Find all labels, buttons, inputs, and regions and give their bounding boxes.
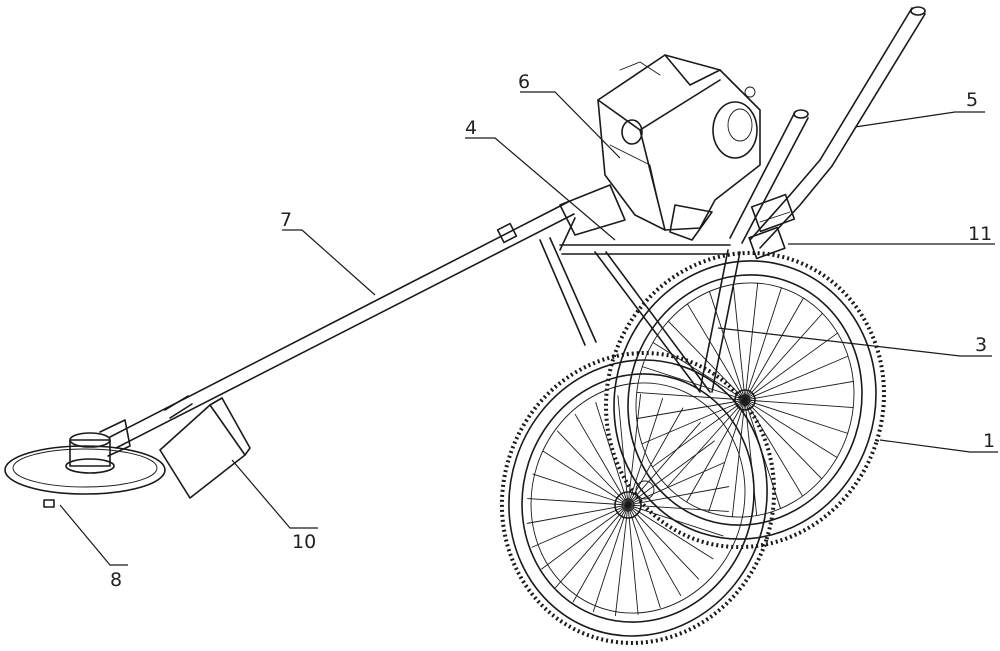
spoke xyxy=(572,504,629,603)
spoke xyxy=(636,391,746,401)
callout-5-label: 5 xyxy=(966,89,978,111)
callout-11: 11 xyxy=(788,223,995,245)
blade-guard xyxy=(159,395,251,499)
spoke xyxy=(617,395,629,506)
callout-10-label: 10 xyxy=(292,531,316,553)
spoke xyxy=(627,504,682,597)
spoke xyxy=(667,399,746,488)
drive-shaft xyxy=(109,184,626,449)
callout-4: 4 xyxy=(465,117,616,241)
spoke xyxy=(744,399,823,480)
spoke xyxy=(627,504,724,537)
spoke xyxy=(531,504,629,548)
callout-3-label: 3 xyxy=(975,334,987,356)
spoke xyxy=(627,504,661,608)
spoke xyxy=(744,399,849,434)
handle-bars xyxy=(729,6,926,249)
spoke xyxy=(732,283,746,401)
spoke xyxy=(627,504,639,615)
spoke xyxy=(731,399,746,518)
spoke xyxy=(627,393,642,506)
spoke xyxy=(595,402,629,506)
spoke xyxy=(708,399,746,513)
callout-3: 3 xyxy=(717,327,992,357)
spoke xyxy=(627,421,701,506)
spoke xyxy=(744,297,804,401)
spoke xyxy=(744,380,854,401)
cutting-blade xyxy=(4,419,166,508)
spoke xyxy=(641,399,746,445)
spoke xyxy=(744,355,849,401)
front-wheel-spokes xyxy=(526,393,730,617)
callout-10: 10 xyxy=(231,459,318,553)
spoke xyxy=(627,504,714,560)
callout-1: 1 xyxy=(879,430,998,453)
spoke xyxy=(627,504,729,512)
callout-7: 7 xyxy=(280,209,376,296)
spoke xyxy=(627,486,730,506)
spoke xyxy=(555,504,629,589)
callout-6-label: 6 xyxy=(518,71,530,93)
callout-8-label: 8 xyxy=(110,569,122,591)
spoke xyxy=(541,504,629,570)
callout-6: 6 xyxy=(518,71,621,159)
spoke xyxy=(744,287,782,401)
spoke xyxy=(627,398,664,506)
front-wheel xyxy=(499,351,777,645)
spoke xyxy=(627,462,725,506)
spoke xyxy=(542,450,629,506)
engine xyxy=(597,54,761,241)
spoke xyxy=(652,399,746,468)
callout-8: 8 xyxy=(59,504,128,591)
callout-11-label: 11 xyxy=(968,223,992,245)
spoke xyxy=(652,342,746,401)
spoke xyxy=(744,312,823,401)
support-arm xyxy=(699,249,741,393)
spoke xyxy=(556,430,629,506)
callout-4-label: 4 xyxy=(465,117,477,139)
spoke xyxy=(526,504,629,524)
spoke xyxy=(686,303,746,401)
spoke xyxy=(636,399,746,420)
spoke xyxy=(627,407,684,506)
spoke xyxy=(744,399,854,409)
spoke xyxy=(592,504,629,612)
spoke xyxy=(627,504,700,580)
callout-5: 5 xyxy=(854,89,985,128)
spoke xyxy=(686,399,746,503)
spoke xyxy=(627,440,715,506)
clamp xyxy=(748,193,796,260)
rear-wheel-spokes xyxy=(636,282,854,518)
spoke xyxy=(744,332,838,401)
callout-1-label: 1 xyxy=(983,430,995,452)
rear-wheel xyxy=(604,250,886,550)
spoke xyxy=(614,504,629,617)
frame xyxy=(539,217,731,393)
callout-7-label: 7 xyxy=(280,209,292,231)
spoke xyxy=(527,498,629,506)
spoke xyxy=(532,473,629,506)
spoke xyxy=(744,399,838,458)
spoke xyxy=(574,413,629,506)
spoke xyxy=(744,282,759,401)
